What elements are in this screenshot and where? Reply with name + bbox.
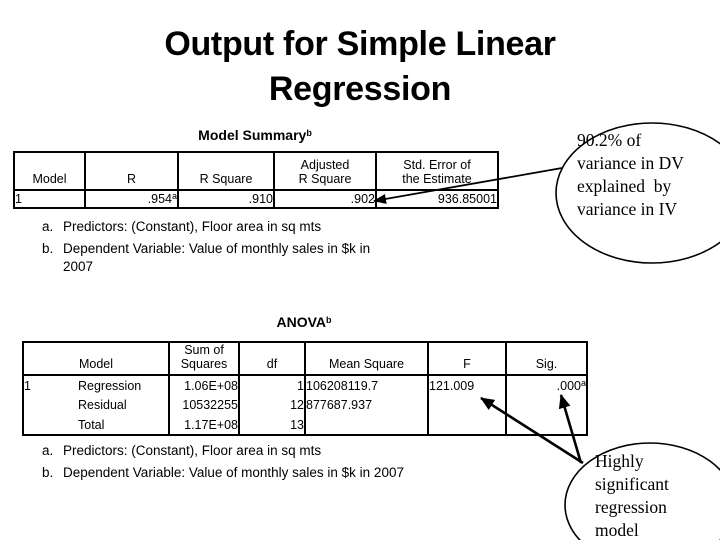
- model-summary-title-text: Model Summary: [198, 127, 307, 143]
- cell-model-number: 1: [13, 190, 86, 209]
- header-adjusted-r-square: Adjusted R Square: [273, 151, 377, 191]
- header-sig: Sig.: [505, 341, 588, 376]
- r-value-text: .954: [147, 192, 172, 206]
- header-sum-of-squares: Sum of Squares: [168, 341, 240, 376]
- cell-model-label: Residual: [22, 395, 170, 415]
- anova-row-residual: Residual 10532255 12 877687.937: [22, 395, 588, 415]
- footnote-text: Predictors: (Constant), Floor area in sq…: [63, 443, 322, 458]
- footnote-text: Predictors: (Constant), Floor area in sq…: [63, 219, 322, 234]
- cell-sum-of-squares: 10532255: [168, 395, 240, 415]
- model-summary-title: Model Summaryb: [13, 127, 497, 143]
- cell-sum-of-squares: 1.06E+08: [168, 375, 240, 395]
- footnote-marker: b.: [42, 241, 54, 256]
- header-r-square: R Square: [177, 151, 275, 191]
- model-summary-title-footnote-marker: b: [306, 128, 312, 138]
- anova-table: Model Sum of Squares df Mean Square F Si…: [22, 341, 588, 436]
- anova-title: ANOVAb: [22, 314, 586, 330]
- header-f: F: [427, 341, 507, 376]
- cell-model-label: 1 Regression: [22, 375, 170, 395]
- cell-sig: [505, 395, 588, 415]
- sig-value-text: .000: [556, 378, 581, 393]
- cell-r-value: .954a: [84, 190, 179, 209]
- model-summary-header-row: Model R R Square Adjusted R Square Std. …: [13, 151, 499, 191]
- row-label: Total: [78, 417, 105, 432]
- header-df: df: [238, 341, 306, 376]
- cell-std-error-value: 936.85001: [375, 190, 499, 209]
- model-summary-data-row: 1 .954a .910 .902 936.85001: [13, 190, 499, 209]
- header-std-error: Std. Error of the Estimate: [375, 151, 499, 191]
- slide-title: Output for Simple Linear Regression: [164, 25, 556, 108]
- row-label: Residual: [78, 398, 127, 412]
- cell-f: 121.009: [427, 375, 507, 395]
- cell-mean-square: [304, 415, 429, 436]
- anova-row-regression: 1 Regression 1.06E+08 1 106208119.7 121.0…: [22, 375, 588, 395]
- footnote-b: b. Dependent Variable: Value of monthly …: [42, 464, 404, 482]
- footnote-a: a. Predictors: (Constant), Floor area in…: [42, 218, 370, 236]
- header-model: Model: [22, 341, 170, 376]
- footnote-marker: a.: [42, 443, 54, 458]
- cell-adjusted-r-square-value: .902: [273, 190, 377, 209]
- footnote-text: Dependent Variable: Value of monthly sal…: [63, 465, 404, 480]
- significance-callout-text: Highly significant regression model: [595, 451, 669, 540]
- variance-callout-text: 90.2% of variance in DV explained by var…: [577, 130, 684, 219]
- footnote-text: Dependent Variable: Value of monthly sal…: [63, 241, 371, 274]
- cell-mean-square: 877687.937: [304, 395, 429, 415]
- header-model: Model: [13, 151, 86, 191]
- cell-r-square-value: .910: [177, 190, 275, 209]
- model-summary-footnotes: a. Predictors: (Constant), Floor area in…: [42, 218, 370, 280]
- anova-row-total: Total 1.17E+08 13: [22, 415, 588, 436]
- cell-df: 1: [238, 375, 306, 395]
- cell-mean-square: 106208119.7: [304, 375, 429, 395]
- cell-f: [427, 415, 507, 436]
- cell-df: 12: [238, 395, 306, 415]
- cell-sum-of-squares: 1.17E+08: [168, 415, 240, 436]
- anova-footnotes: a. Predictors: (Constant), Floor area in…: [42, 442, 404, 486]
- anova-title-text: ANOVA: [276, 314, 327, 330]
- cell-model-label: Total: [22, 415, 170, 436]
- r-value-footnote-marker: a: [171, 191, 177, 201]
- footnote-a: a. Predictors: (Constant), Floor area in…: [42, 442, 404, 460]
- cell-f: [427, 395, 507, 415]
- cell-sig: .000a: [505, 375, 588, 395]
- cell-df: 13: [238, 415, 306, 436]
- model-number: 1: [24, 378, 31, 393]
- anova-header-row: Model Sum of Squares df Mean Square F Si…: [22, 341, 588, 376]
- row-label: Regression: [78, 378, 142, 393]
- cell-sig: [505, 415, 588, 436]
- footnote-b: b. Dependent Variable: Value of monthly …: [42, 240, 370, 276]
- header-mean-square: Mean Square: [304, 341, 429, 376]
- header-r: R: [84, 151, 179, 191]
- footnote-marker: b.: [42, 465, 54, 480]
- footnote-marker: a.: [42, 219, 54, 234]
- model-summary-table: Model R R Square Adjusted R Square Std. …: [13, 151, 499, 209]
- sig-footnote-marker: a: [580, 377, 586, 388]
- anova-title-footnote-marker: b: [326, 315, 332, 325]
